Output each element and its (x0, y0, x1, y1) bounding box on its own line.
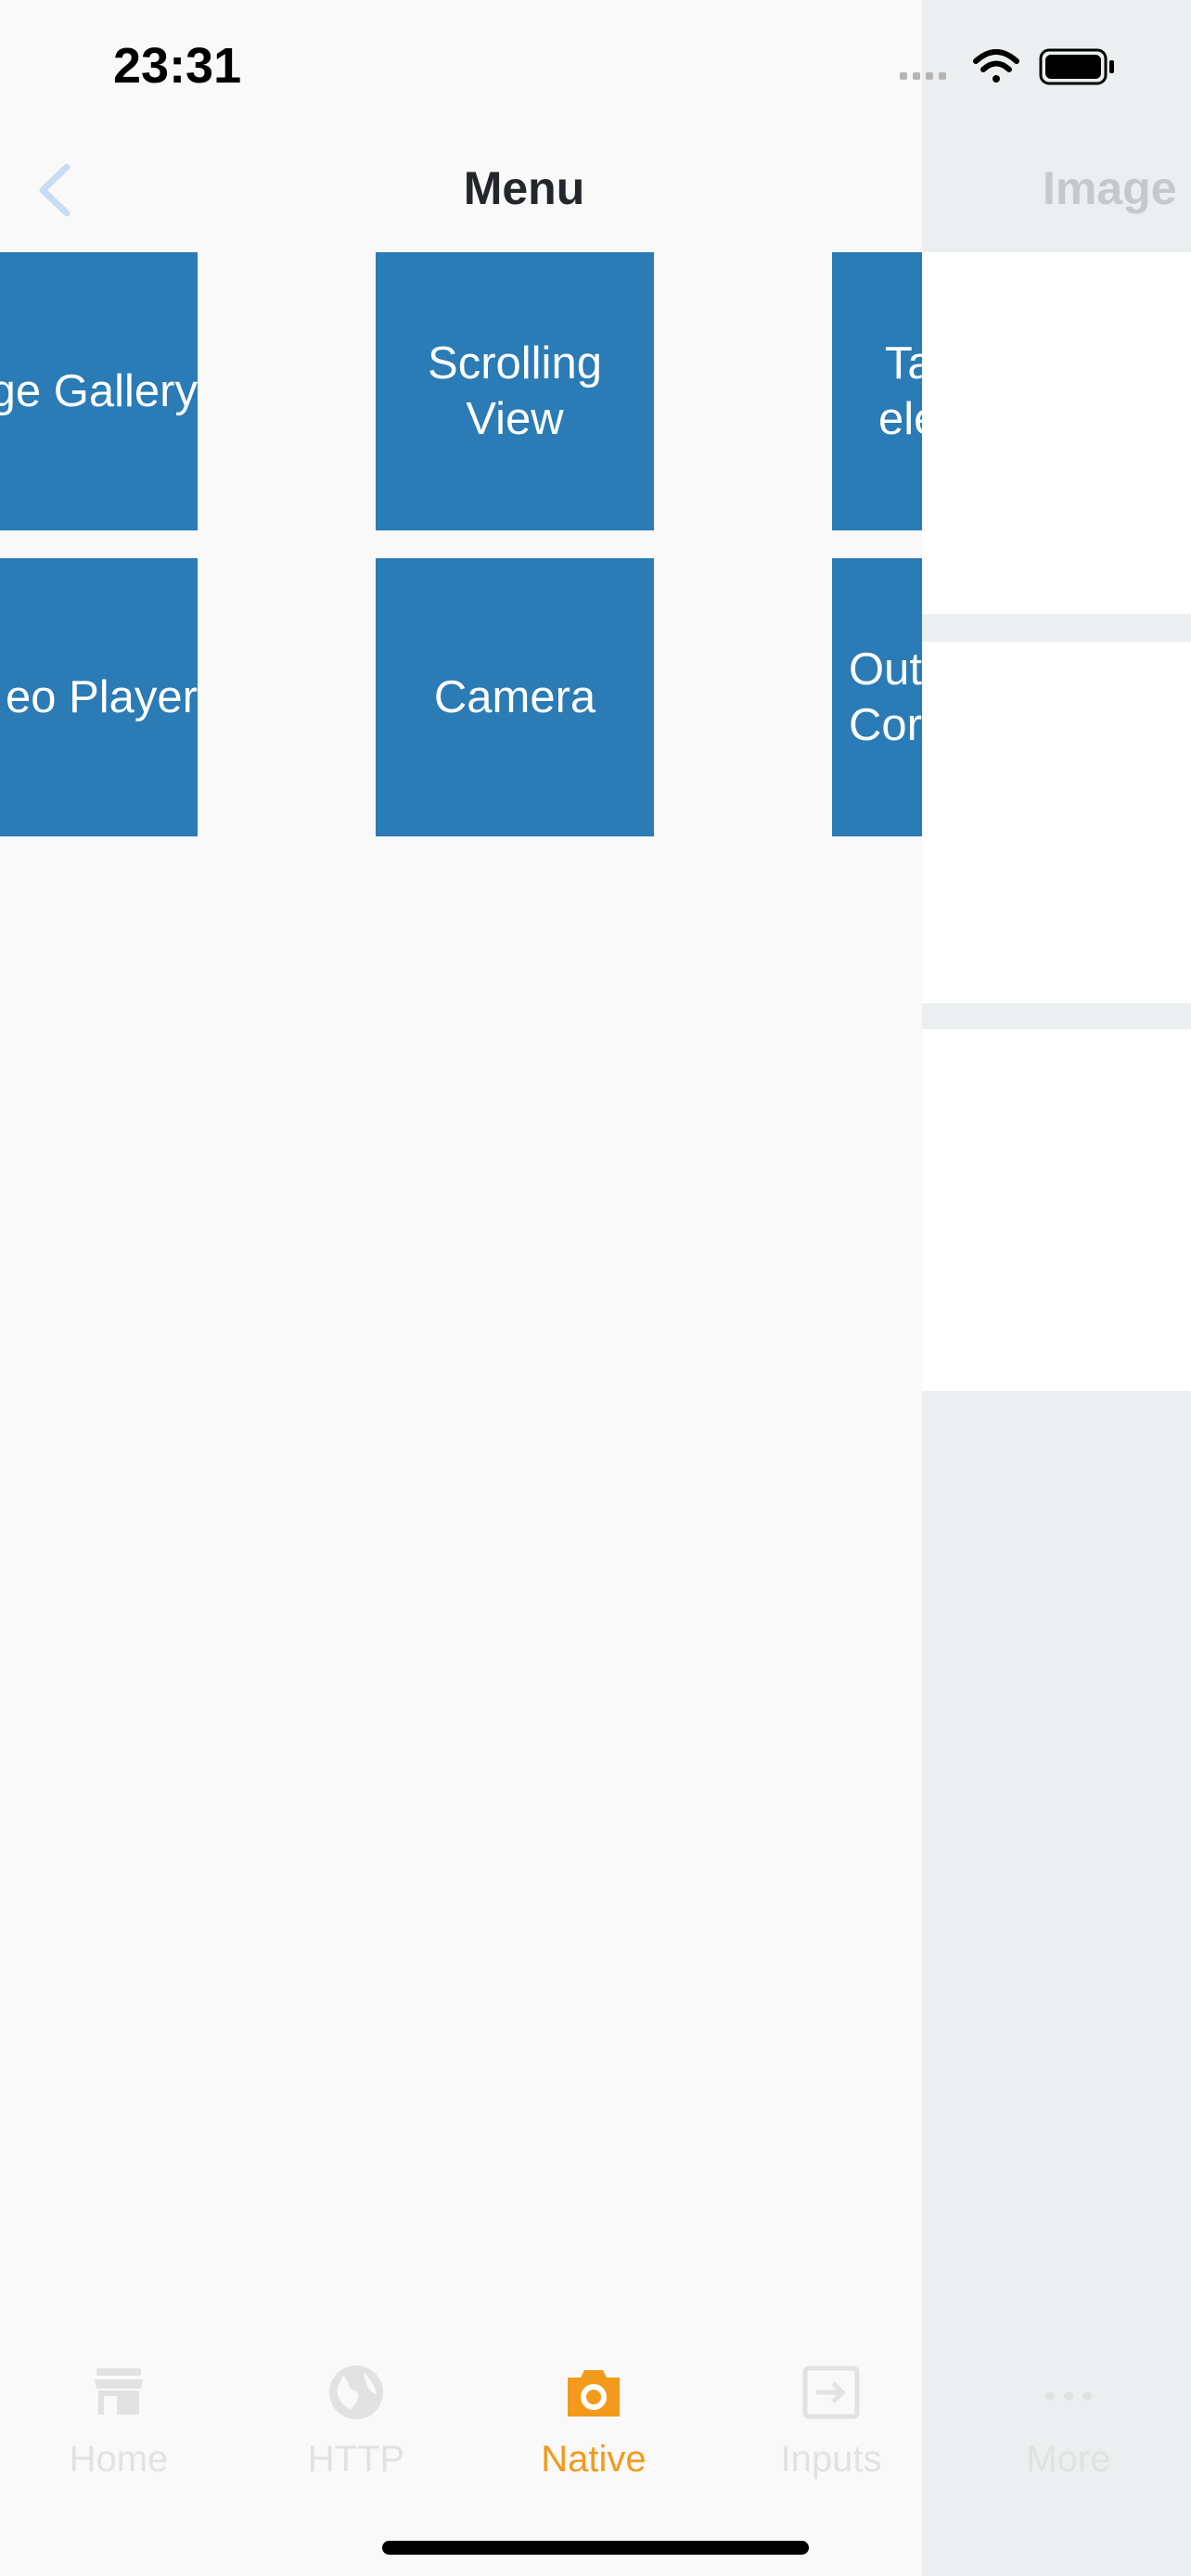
page-title: Menu (463, 162, 585, 214)
home-indicator[interactable] (382, 2541, 809, 2555)
tile-scrolling-view[interactable]: Scrolling View (376, 252, 654, 530)
tile-label: Ta (884, 338, 922, 389)
right-pane-title: Image (1043, 162, 1177, 214)
tab-more[interactable]: More (976, 2363, 1161, 2493)
tile-label: ge Gallery (0, 366, 198, 416)
tab-inputs[interactable]: Inputs (738, 2363, 924, 2493)
tab-label: Native (541, 2439, 647, 2480)
status-time: 23:31 (113, 38, 242, 94)
tile-image-gallery[interactable]: ge Gallery (0, 252, 198, 530)
login-icon (802, 2366, 860, 2419)
tile-table-elements[interactable]: Ta ele (832, 252, 922, 530)
globe-icon (329, 2366, 383, 2419)
right-card-3[interactable] (922, 1029, 1191, 1391)
tile-video-player[interactable]: eo Player (0, 558, 198, 836)
tile-outside-controls[interactable]: Out Cor (832, 558, 922, 836)
tab-native[interactable]: Native (501, 2363, 686, 2493)
tile-label: ele (878, 394, 922, 444)
tile-label: Camera (433, 672, 596, 722)
right-card-1[interactable] (922, 252, 1191, 614)
tile-label: Cor (849, 700, 922, 750)
cellular-signal-icon (900, 72, 946, 80)
tab-label: More (1026, 2439, 1111, 2480)
camera-icon (568, 2370, 620, 2417)
menu-grid: ge Gallery Scrolling View Ta ele eo Play… (0, 252, 922, 836)
tab-label: Inputs (780, 2439, 882, 2480)
more-icon (1045, 2391, 1092, 2401)
tab-home[interactable]: Home (26, 2363, 211, 2493)
tile-label: View (466, 394, 564, 444)
right-card-2[interactable] (922, 642, 1191, 1003)
tile-label: Out (849, 644, 922, 695)
battery-icon (1039, 48, 1114, 85)
tab-http[interactable]: HTTP (263, 2363, 449, 2493)
tile-label: eo Player (5, 672, 198, 722)
store-icon (95, 2368, 143, 2415)
status-icons (900, 48, 1114, 85)
tab-label: Home (69, 2439, 169, 2480)
tile-label: Scrolling (428, 338, 602, 389)
tile-camera[interactable]: Camera (376, 558, 654, 836)
tab-label: HTTP (307, 2439, 405, 2480)
wifi-icon (973, 49, 1019, 83)
back-chevron-icon[interactable] (28, 158, 83, 223)
